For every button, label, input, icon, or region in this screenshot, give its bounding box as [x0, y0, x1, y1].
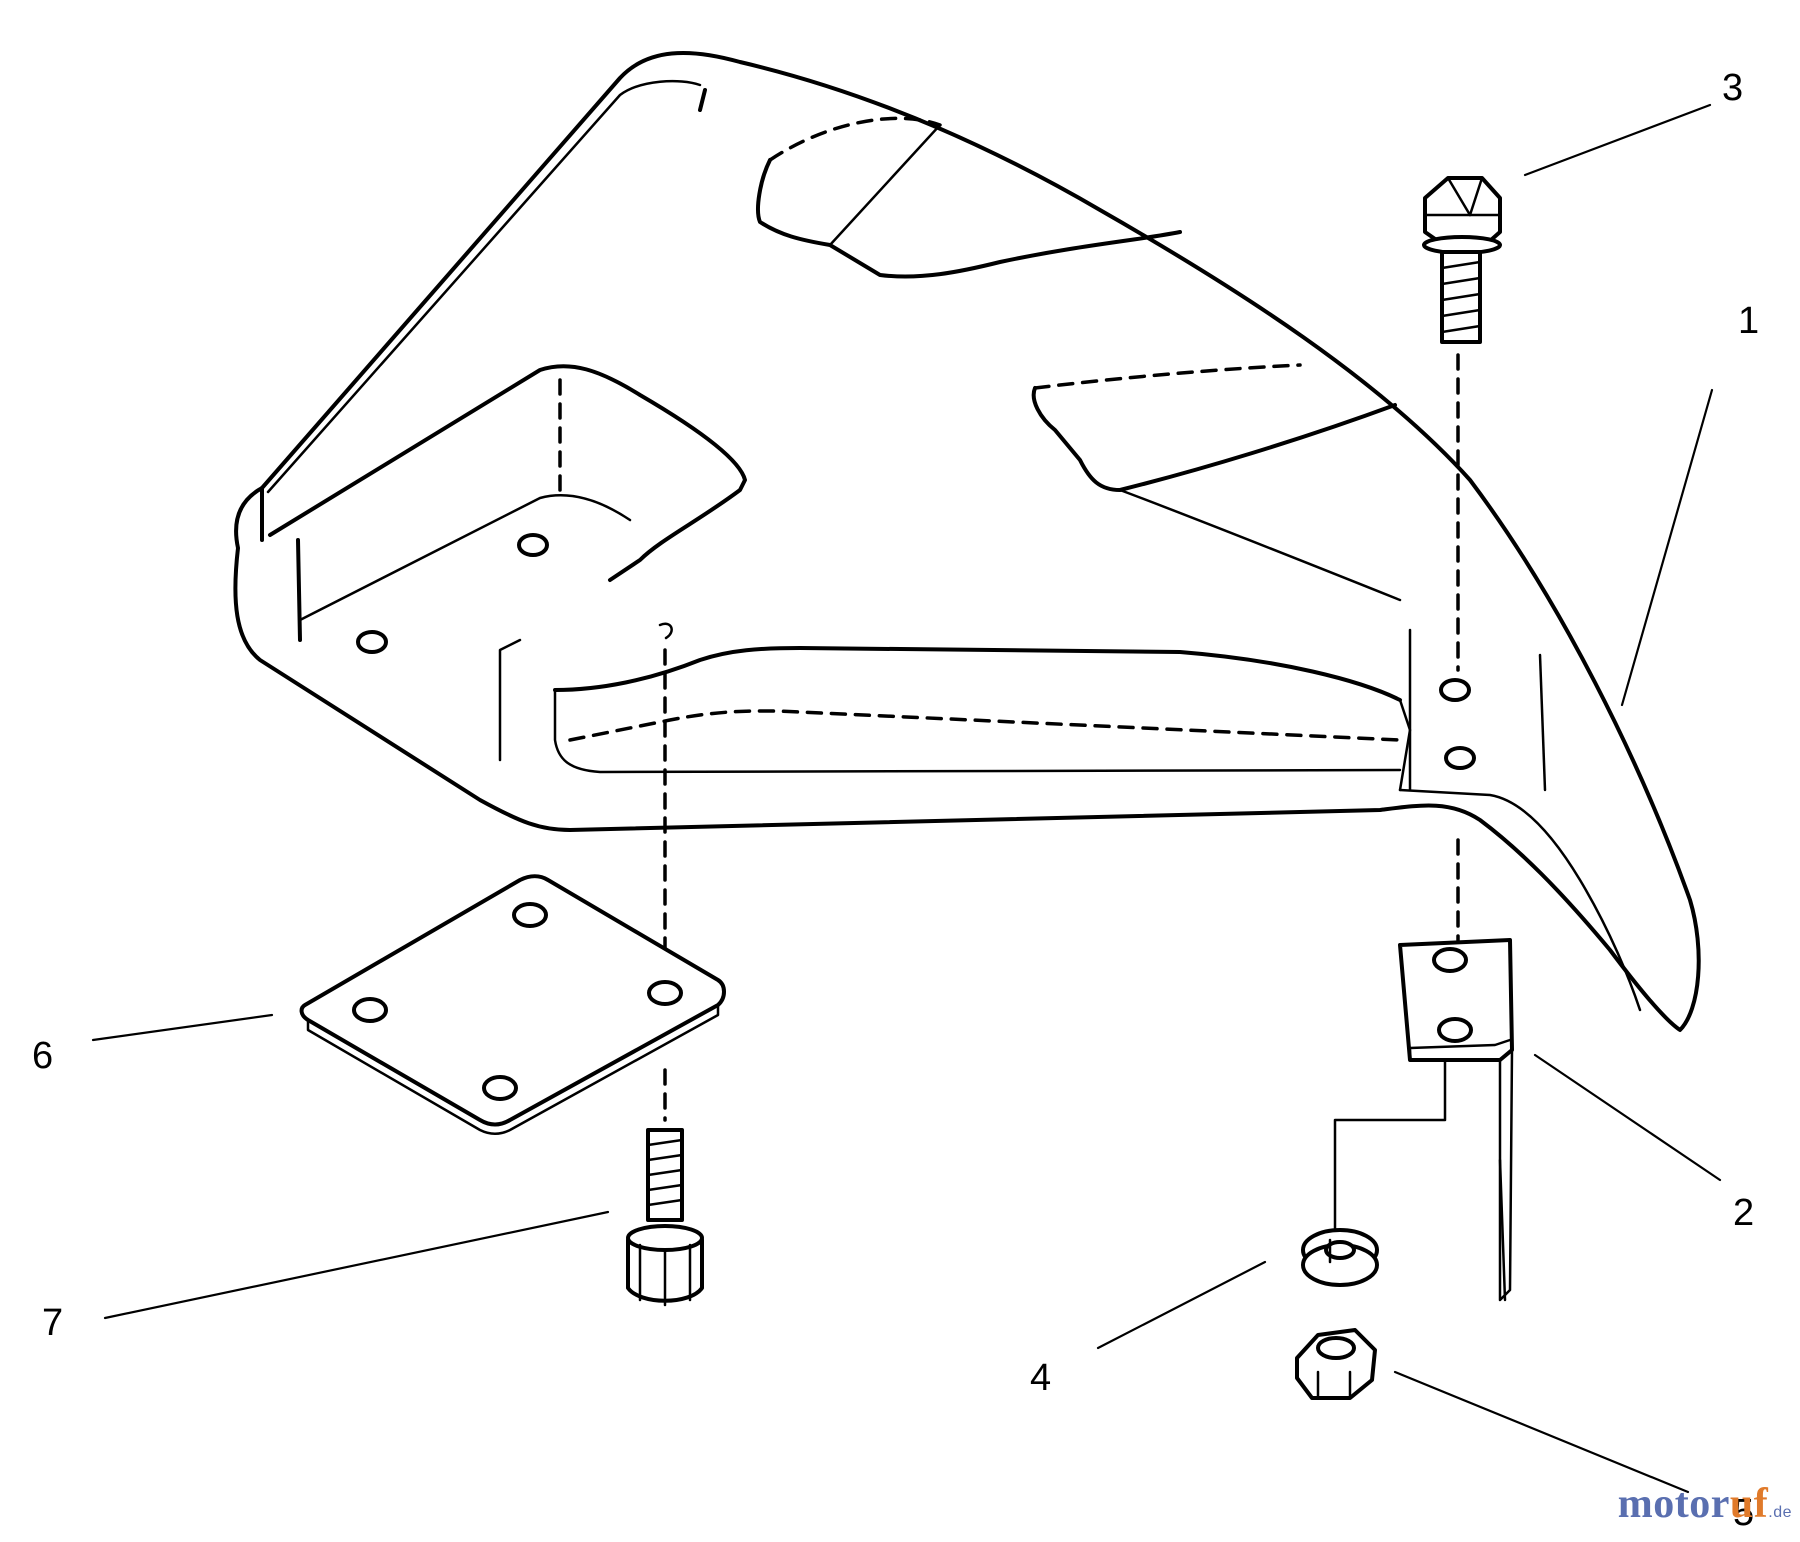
callout-7: 7	[42, 1302, 63, 1344]
hex-bolt-top-part	[1422, 176, 1502, 344]
callout-6: 6	[32, 1035, 53, 1077]
leader-3	[1523, 103, 1712, 177]
callout-2: 2	[1733, 1192, 1754, 1234]
hex-nut-part	[1295, 1328, 1377, 1400]
watermark-logo: motoruf.de	[1618, 1480, 1792, 1528]
watermark-tld-text: .de	[1768, 1504, 1792, 1521]
hex-bolt-bottom-part	[626, 1128, 704, 1307]
watermark-main-text: motor	[1617, 1481, 1730, 1527]
leader-2	[1533, 1053, 1722, 1182]
lock-washer-part	[1301, 1228, 1379, 1287]
assembly-axis-lines	[663, 353, 1460, 1232]
leader-1	[1620, 388, 1714, 707]
callout-labels: 3 1 2 4 5 6 7	[32, 67, 1759, 1534]
watermark-accent-text: uf	[1729, 1481, 1769, 1527]
angle-bracket-part	[1398, 938, 1514, 1302]
callout-leader-lines	[91, 103, 1722, 1494]
leader-6	[91, 1013, 274, 1042]
leader-7	[103, 1210, 610, 1320]
deflector-shield-part	[233, 50, 1701, 1032]
callout-5: 5	[1733, 1492, 1754, 1534]
callout-4: 4	[1030, 1357, 1051, 1399]
leader-5	[1393, 1370, 1690, 1494]
leader-4	[1096, 1260, 1267, 1350]
mounting-plate-part	[299, 874, 726, 1135]
callout-1: 1	[1738, 300, 1759, 342]
callout-3: 3	[1722, 67, 1743, 109]
